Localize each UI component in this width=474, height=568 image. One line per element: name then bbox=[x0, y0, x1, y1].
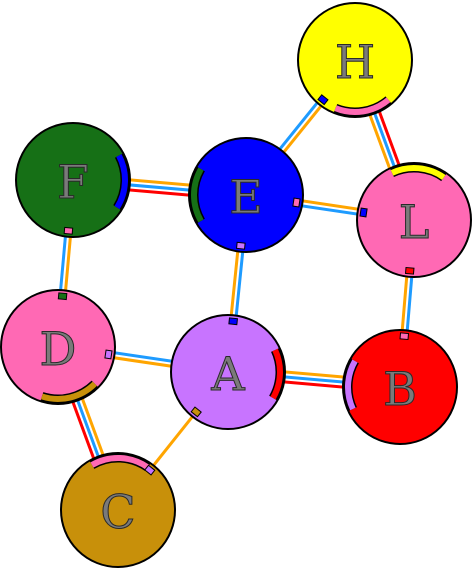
arc-b bbox=[345, 359, 358, 411]
node-d bbox=[0, 289, 116, 405]
tick-c-a bbox=[144, 464, 156, 476]
tick-e-l bbox=[292, 197, 301, 208]
tick-a-c bbox=[190, 406, 202, 418]
tick-f-d bbox=[63, 226, 74, 235]
node-a bbox=[170, 314, 286, 430]
tick-d-f bbox=[57, 292, 68, 301]
node-label-l: L bbox=[399, 195, 430, 249]
node-f bbox=[15, 122, 131, 238]
node-label-f: F bbox=[57, 155, 89, 209]
tick-l-e bbox=[359, 207, 368, 218]
node-c bbox=[60, 452, 176, 568]
tick-e-a bbox=[236, 241, 246, 250]
arcs-layer bbox=[40, 96, 447, 472]
labels-layer: H F E L D A B C bbox=[39, 35, 430, 540]
node-label-e: E bbox=[229, 170, 263, 224]
node-label-c: C bbox=[100, 485, 135, 539]
arc-l bbox=[390, 165, 446, 180]
node-h bbox=[297, 2, 413, 118]
tick-a-e bbox=[228, 317, 238, 326]
arc-d bbox=[41, 381, 97, 402]
arc-e bbox=[191, 167, 204, 223]
node-e bbox=[188, 137, 304, 253]
node-b bbox=[342, 329, 458, 445]
ticks-layer bbox=[57, 94, 415, 476]
node-label-b: B bbox=[383, 362, 417, 416]
arc-a bbox=[270, 348, 283, 400]
arc-h bbox=[334, 97, 391, 115]
node-l bbox=[356, 162, 472, 278]
tick-l-b bbox=[404, 266, 415, 275]
arc-f bbox=[114, 154, 128, 210]
tick-h-e bbox=[317, 94, 329, 106]
node-label-d: D bbox=[40, 322, 77, 376]
tick-b-l bbox=[399, 332, 410, 341]
node-label-a: A bbox=[210, 347, 245, 401]
tick-d-a bbox=[104, 349, 113, 360]
arc-c bbox=[90, 455, 150, 470]
node-label-h: H bbox=[335, 35, 375, 89]
edges-layer bbox=[51, 57, 421, 513]
